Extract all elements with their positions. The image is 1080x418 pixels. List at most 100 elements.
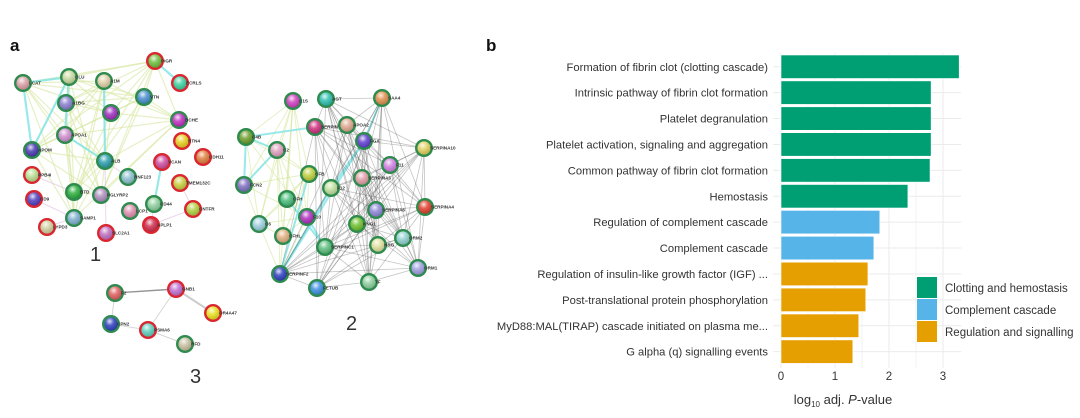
node-highlight xyxy=(375,91,389,105)
network-edge xyxy=(330,124,348,189)
network-edge xyxy=(324,246,419,269)
network-edge xyxy=(314,126,326,248)
node-highlight xyxy=(239,130,253,144)
node-label: F10 xyxy=(313,215,321,220)
node-highlight xyxy=(16,76,30,90)
bar xyxy=(780,236,875,261)
x-tick-label: 0 xyxy=(778,371,784,383)
network-node: ALB xyxy=(96,152,121,170)
node-label: FCN2 xyxy=(250,183,262,188)
legend-label: Complement cascade xyxy=(945,305,1056,317)
network-node: PPB4I xyxy=(23,166,51,184)
node-highlight xyxy=(155,155,169,169)
network-edge xyxy=(31,76,70,151)
network-node: SERPIND1 xyxy=(306,118,344,136)
cluster-label-2: 2 xyxy=(346,313,357,335)
network-edge xyxy=(314,126,332,189)
network-edge xyxy=(389,164,419,269)
node-highlight xyxy=(206,306,220,320)
network-edge xyxy=(68,60,156,78)
node-highlight xyxy=(62,70,76,84)
node-label: C2 xyxy=(283,148,289,153)
network-edge xyxy=(417,206,426,269)
network-edge xyxy=(73,96,145,193)
panel-label-a: a xyxy=(10,36,20,55)
node-label: SAMP1 xyxy=(80,216,96,221)
network-edge xyxy=(64,80,105,136)
network-edge xyxy=(325,98,379,246)
node-label: APLP1 xyxy=(157,223,172,228)
network-node: LYPD3 xyxy=(38,218,68,236)
network-node: KNG1 xyxy=(348,215,376,233)
node-label: SERPINA6 xyxy=(382,208,405,213)
node-highlight xyxy=(186,202,200,216)
network-edge xyxy=(316,237,404,289)
legend-swatch xyxy=(917,321,937,342)
network-edge xyxy=(73,160,106,219)
legend-label: Regulation and signalling xyxy=(945,327,1074,339)
network-edge xyxy=(314,126,318,289)
node-label: HRG xyxy=(384,243,395,248)
network-edge xyxy=(21,82,34,151)
network-edge xyxy=(402,147,425,239)
node-label: VCAN xyxy=(168,160,182,165)
node-label: APOA2 xyxy=(353,123,369,128)
node-highlight xyxy=(40,220,54,234)
node-highlight xyxy=(355,171,369,185)
node-label: APOA1 xyxy=(71,133,87,138)
node-label: C4B xyxy=(252,135,262,140)
network-edge xyxy=(324,187,332,248)
network-edge xyxy=(381,97,419,269)
node-label: GNB1 xyxy=(182,287,195,292)
bar xyxy=(780,261,869,287)
node-highlight xyxy=(94,188,108,202)
network-edge xyxy=(361,177,370,283)
node-label: KNG1 xyxy=(363,222,376,227)
network-node: APOM xyxy=(23,141,52,159)
network-node: ECRLS xyxy=(171,74,202,92)
network-edge xyxy=(22,82,66,136)
network-node: OR4A47 xyxy=(204,304,237,322)
node-highlight xyxy=(97,74,111,88)
network-edge xyxy=(346,124,377,211)
network-node: SERPINA4 xyxy=(416,198,454,216)
network-node: APOA2 xyxy=(338,116,369,134)
category-label: Common pathway of fibrin clot formation xyxy=(568,165,768,177)
network-edge xyxy=(324,147,425,248)
node-highlight xyxy=(396,231,410,245)
node-highlight xyxy=(237,178,251,192)
network-edge xyxy=(314,126,358,225)
node-highlight xyxy=(137,90,151,104)
network-edge xyxy=(245,126,316,138)
node-highlight xyxy=(270,143,284,157)
node-highlight xyxy=(148,54,162,68)
network-edge xyxy=(363,140,370,283)
network-edge xyxy=(258,100,294,225)
network-edge xyxy=(31,149,102,196)
network-node: CFHL xyxy=(274,227,301,245)
network-node: FETUB xyxy=(308,279,339,297)
node-highlight xyxy=(141,323,155,337)
network-node: SERPINA6 xyxy=(367,201,405,219)
node-label: FGA xyxy=(370,139,380,144)
bar xyxy=(780,339,854,364)
network-edge xyxy=(324,206,426,248)
node-label: AGT xyxy=(332,97,342,102)
network-edge xyxy=(243,173,310,186)
enrichment-bar-chart: Formation of fibrin clot (clotting casca… xyxy=(497,53,1074,409)
network-node: ORM2 xyxy=(394,229,423,247)
node-label: F2 xyxy=(121,291,127,296)
network-node: SLC2A1 xyxy=(97,224,130,242)
network-edge xyxy=(292,100,310,175)
node-label: BCHE xyxy=(185,118,198,123)
node-highlight xyxy=(340,118,354,132)
network-node: ORM1 xyxy=(409,259,438,277)
network-edge xyxy=(316,223,358,289)
node-label: PPB4I xyxy=(38,173,51,178)
network-node: SERPINC1 xyxy=(316,238,354,256)
node-highlight xyxy=(276,229,290,243)
node-highlight xyxy=(67,185,81,199)
category-label: G alpha (q) signalling events xyxy=(626,347,768,359)
node-highlight xyxy=(173,76,187,90)
network-edge xyxy=(276,149,284,237)
